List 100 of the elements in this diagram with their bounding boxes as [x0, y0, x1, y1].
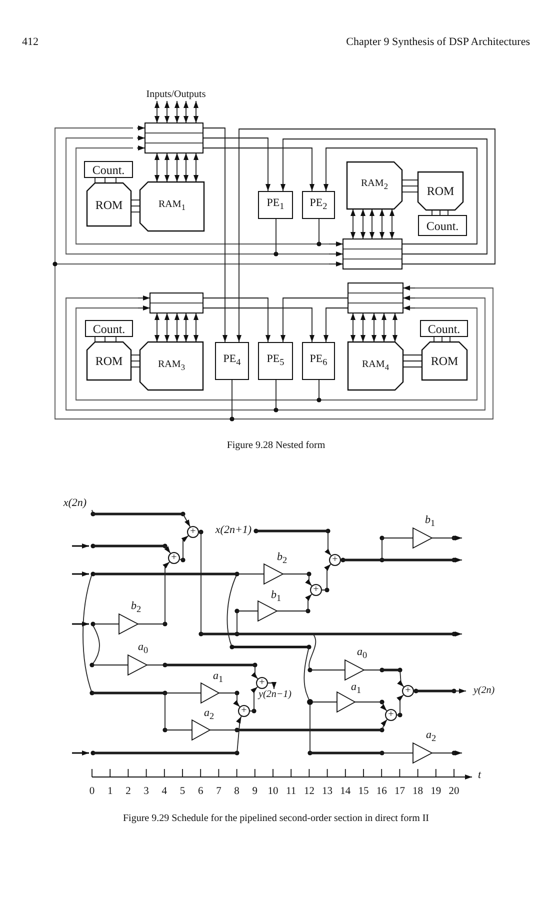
unit-box: PE$_{4}$	[215, 342, 249, 380]
arrow	[364, 670, 404, 688]
arrow	[174, 100, 180, 124]
coefficient-label: a$_{2}$	[204, 707, 214, 722]
tick-label: 20	[448, 786, 460, 799]
coefficient-label: b$_{2}$	[277, 551, 288, 566]
arrow	[324, 308, 348, 342]
tick-label: 13	[322, 786, 333, 799]
unit-box: Count.	[85, 320, 133, 337]
tick-label: 17	[394, 786, 405, 799]
adder-circle: +	[238, 705, 250, 717]
arrow	[210, 719, 388, 730]
arrow	[194, 152, 198, 182]
arrow	[402, 296, 416, 300]
register-box	[343, 239, 402, 269]
connector-line	[402, 360, 422, 362]
tick-label: 16	[376, 786, 387, 799]
arrow	[164, 312, 170, 342]
arrow	[194, 100, 198, 124]
unit-box: PE$_{6}$	[302, 342, 335, 380]
arrow	[236, 128, 496, 342]
figure-caption: Figure 9.29 Schedule for the pipelined second-order section in direct form II	[123, 813, 429, 825]
connector-line	[94, 336, 96, 342]
adder-circle: +	[402, 685, 414, 697]
connector-line	[104, 336, 106, 342]
arrow	[392, 312, 398, 342]
arrow	[340, 558, 462, 562]
tick-label: 3	[144, 786, 149, 799]
connector-line	[304, 646, 310, 700]
coefficient-label: b$_{1}$	[425, 514, 436, 528]
tick-label: 5	[180, 786, 186, 799]
connector-line	[318, 380, 320, 400]
tick-label: 4	[162, 786, 168, 799]
tick-label: 12	[304, 786, 314, 799]
arrow	[432, 536, 462, 540]
tick-label: 18	[412, 786, 424, 799]
arrow	[202, 308, 314, 342]
ram-block: RAM$_{3}$	[140, 342, 203, 390]
signal-label: x(2n+1)	[212, 524, 255, 537]
unit-box: PE$_{1}$	[258, 191, 293, 219]
coefficient-label: b$_{2}$	[131, 600, 142, 614]
junction-dot	[307, 699, 313, 705]
coefficient-label: a$_{1}$	[351, 681, 362, 696]
arrow	[202, 298, 270, 342]
tick-label: 8	[234, 786, 240, 799]
ram-block: RAM$_{2}$	[347, 162, 402, 209]
connector-line	[382, 538, 414, 560]
unit-box: Count.	[418, 215, 467, 236]
arrow	[92, 546, 171, 554]
ram-block: RAM$_{4}$	[348, 342, 403, 390]
coefficient-label: a$_{0}$	[357, 646, 368, 660]
connector-line	[164, 692, 192, 730]
tick-label: 7	[216, 786, 222, 799]
connector-line	[104, 178, 106, 184]
tick-label: 6	[198, 786, 204, 799]
arrow	[202, 148, 314, 192]
connector-line	[130, 354, 140, 356]
arrow	[350, 208, 356, 240]
arrow	[184, 152, 188, 182]
tick-label: 11	[286, 786, 296, 799]
coefficient-label: a$_{0}$	[138, 641, 148, 656]
arrow	[138, 562, 170, 624]
adder-circle: +	[329, 554, 341, 566]
arrow	[138, 306, 150, 310]
tick-label: 1	[107, 786, 113, 799]
multiplier-triangle	[413, 528, 432, 548]
arrow	[414, 688, 466, 694]
arrow	[280, 298, 348, 342]
register-box	[145, 123, 203, 153]
multiplier-triangle	[201, 683, 219, 703]
unit-box: PE$_{5}$	[258, 342, 293, 380]
tick-label: 14	[340, 786, 351, 799]
tick-label: 9	[252, 786, 258, 799]
tick-label: 15	[358, 786, 369, 799]
connector-line	[236, 610, 258, 634]
connector-line	[92, 664, 128, 666]
adder-circle: +	[256, 677, 268, 689]
multiplier-triangle	[413, 743, 432, 763]
coefficient-label: a$_{1}$	[213, 670, 224, 684]
unit-box: Count.	[84, 161, 133, 178]
arrow	[372, 312, 376, 342]
signal-label: y(2n−1)	[258, 689, 292, 701]
arrow	[276, 594, 312, 612]
arrow	[179, 535, 189, 561]
arrow	[432, 750, 462, 756]
rom-block: ROM	[422, 342, 467, 380]
signal-label: x(2n)	[58, 497, 92, 510]
arrow	[194, 312, 198, 342]
signal-label: y(2n)	[466, 685, 502, 697]
arrow	[382, 312, 386, 342]
arrow	[202, 128, 228, 342]
connector-line	[402, 354, 422, 356]
connector-line	[130, 360, 140, 362]
unit-box: Count.	[420, 320, 468, 337]
arrow	[164, 100, 170, 124]
arrow	[254, 530, 332, 556]
arrow	[322, 564, 332, 590]
arrow	[268, 682, 276, 690]
arrow	[250, 686, 258, 712]
arrow	[202, 138, 270, 192]
